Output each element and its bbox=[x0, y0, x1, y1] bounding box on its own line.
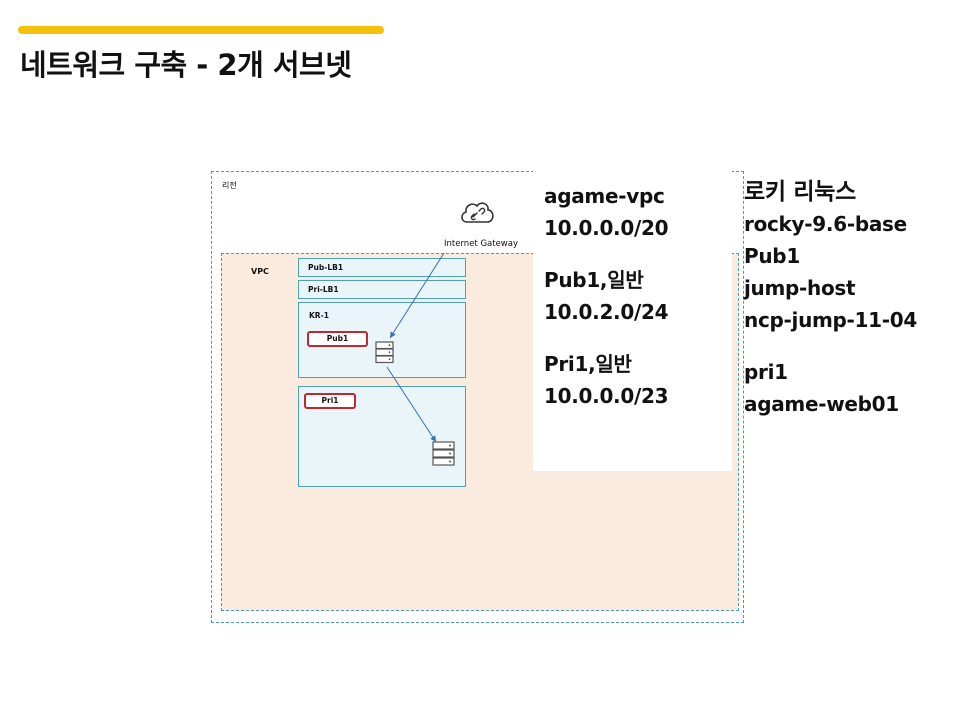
server-icon-jump bbox=[375, 341, 394, 364]
os-name: 로키 리눅스 bbox=[744, 179, 857, 205]
jump-server-name: ncp-jump-11-04 bbox=[744, 308, 918, 332]
page-title: 네트워크 구축 - 2개 서브넷 bbox=[20, 48, 352, 82]
vpc-name: agame-vpc bbox=[544, 184, 665, 208]
subnet-tag-pub: Pub1 bbox=[307, 331, 368, 347]
server-icon-web bbox=[432, 441, 455, 466]
gateway-label: Internet Gateway bbox=[444, 239, 519, 249]
vpc-cidr: 10.0.0.0/20 bbox=[544, 216, 669, 240]
pri-subnet-cidr: 10.0.0.0/23 bbox=[544, 384, 669, 408]
region-label: 리전 bbox=[222, 181, 237, 190]
subnet-tag-pri: Pri1 bbox=[304, 393, 356, 409]
zone-box-pub bbox=[298, 302, 466, 378]
accent-bar bbox=[18, 26, 384, 34]
zone-label: KR-1 bbox=[309, 311, 329, 320]
cloud-gateway-icon bbox=[461, 202, 494, 223]
server-info-panel: 로키 리눅스 rocky-9.6-base Pub1 jump-host ncp… bbox=[744, 176, 954, 420]
os-image: rocky-9.6-base bbox=[744, 212, 907, 236]
pri-subnet-name: Pri1,일반 bbox=[544, 352, 632, 376]
network-info-panel: agame-vpc 10.0.0.0/20 Pub1,일반 10.0.2.0/2… bbox=[533, 170, 732, 471]
arrow-jump-to-web bbox=[386, 366, 437, 443]
web-subnet: pri1 bbox=[744, 360, 788, 384]
vpc-label: VPC bbox=[251, 267, 269, 276]
pub-lb-subnet: Pub-LB1 bbox=[298, 258, 466, 277]
web-server-name: agame-web01 bbox=[744, 392, 899, 416]
pub-subnet-cidr: 10.0.2.0/24 bbox=[544, 300, 669, 324]
arrow-gateway-to-jump bbox=[389, 252, 445, 339]
pub-subnet-name: Pub1,일반 bbox=[544, 268, 644, 292]
jump-subnet: Pub1 bbox=[744, 244, 800, 268]
jump-host-name: jump-host bbox=[744, 276, 856, 300]
